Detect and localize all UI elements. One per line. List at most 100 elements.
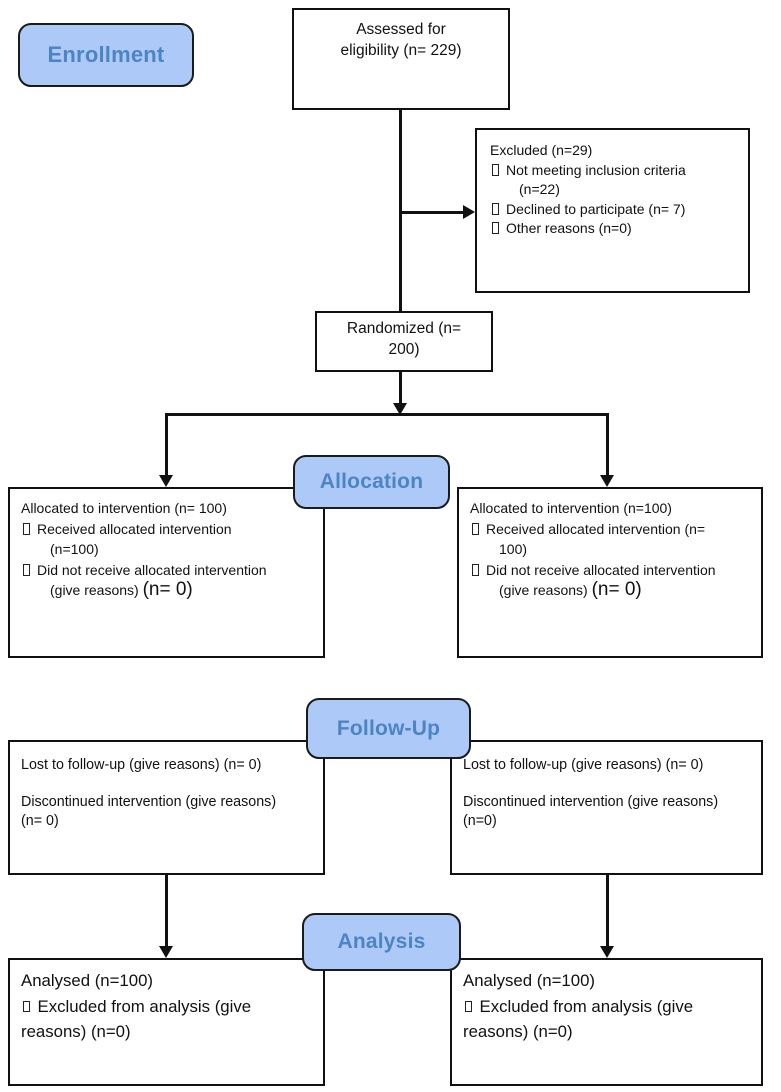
flow-box-line: (give reasons) (n= 0) — [470, 579, 757, 601]
flow-box-line: Excluded from analysis (give — [463, 994, 757, 1020]
missing-glyph-bullet-icon — [23, 1001, 30, 1012]
flow-box-line: (n= 0) — [21, 812, 317, 832]
line-text: Received allocated intervention — [37, 520, 232, 537]
missing-glyph-bullet-icon — [492, 163, 499, 176]
line-text: Excluded from analysis (give — [479, 996, 694, 1016]
line-text: reasons) (n=0) — [21, 1022, 131, 1041]
flow-box-line: Other reasons (n=0) — [490, 219, 742, 239]
flow-box-line: Declined to participate (n= 7) — [490, 200, 742, 220]
line-text: Assessed for — [356, 21, 446, 38]
flow-box-line: Did not receive allocated intervention — [470, 560, 757, 581]
flow-box-line: Discontinued intervention (give reasons) — [21, 793, 317, 813]
flow-box-line: 200) — [317, 339, 491, 360]
allocation-right-box: Allocated to intervention (n=100) Receive… — [457, 487, 763, 658]
line-text: Randomized (n= — [346, 320, 462, 337]
flow-box-line: Analysed (n=100) — [463, 968, 757, 994]
flow-box-line: Analysed (n=100) — [21, 968, 319, 994]
line-text: (give reasons) — [499, 582, 592, 598]
line-text: Did not receive allocated intervention — [486, 561, 716, 578]
randomized-box: Randomized (n= 200) — [315, 311, 493, 372]
flow-box-line: (n=0) — [463, 812, 755, 832]
connector-split-to-allocation-right — [606, 413, 609, 475]
flow-box-line: 100) — [470, 539, 757, 560]
line-text: (n= 0) — [142, 579, 193, 600]
missing-glyph-bullet-icon — [472, 563, 479, 576]
flow-box-line: Allocated to intervention (n=100) — [470, 498, 757, 519]
line-text: (n=0) — [463, 813, 497, 829]
flow-box-line: (n=100) — [21, 539, 319, 560]
line-text: Analysed (n=100) — [21, 971, 154, 990]
connector-randomized-to-split — [399, 372, 402, 404]
flow-box-line: Excluded (n=29) — [490, 141, 742, 161]
connector-assessed-to-randomized — [399, 110, 402, 311]
missing-glyph-bullet-icon — [23, 522, 30, 535]
line-text: Analysed (n=100) — [463, 971, 596, 990]
missing-glyph-bullet-icon — [492, 222, 499, 234]
flow-box-line: Did not receive allocated intervention — [21, 560, 319, 581]
line-text: Allocated to intervention (n= 100) — [21, 500, 227, 516]
analysis-right-box: Analysed (n=100) Excluded from analysis (… — [450, 958, 763, 1086]
arrowhead-allocation-left-icon — [159, 475, 173, 487]
connector-followup-to-analysis-left — [165, 875, 168, 946]
line-text: (n= 0) — [591, 579, 642, 600]
flow-box-line: Discontinued intervention (give reasons) — [463, 793, 755, 813]
followup-right-box: Lost to follow-up (give reasons) (n= 0) D… — [450, 740, 763, 875]
follow-up-stage-label: Follow-Up — [306, 698, 471, 759]
allocation-left-box: Allocated to intervention (n= 100) Receiv… — [8, 487, 325, 658]
flow-box-line: Randomized (n= — [317, 318, 491, 339]
connector-followup-to-analysis-right — [606, 875, 609, 946]
allocation-stage-label: Allocation — [293, 455, 450, 509]
line-text: 100) — [499, 541, 528, 557]
line-text: (n= 0) — [21, 813, 59, 829]
flow-box-line: Excluded from analysis (give — [21, 994, 319, 1020]
line-text: (give reasons) — [50, 582, 143, 598]
line-text: Excluded (n=29) — [490, 142, 593, 158]
analysis-stage-label: Analysis — [302, 913, 461, 971]
flow-box-line: Received allocated intervention (n= — [470, 519, 757, 540]
connector-to-excluded — [400, 211, 463, 214]
blank-line — [21, 776, 317, 793]
blank-line — [463, 776, 755, 793]
arrowhead-split-icon — [393, 403, 407, 415]
missing-glyph-bullet-icon — [465, 1001, 472, 1012]
followup-left-box: Lost to follow-up (give reasons) (n= 0) D… — [8, 740, 325, 875]
line-text: Did not receive allocated intervention — [37, 561, 267, 578]
line-text: (n=100) — [50, 541, 99, 557]
missing-glyph-bullet-icon — [23, 563, 30, 576]
line-text: Not meeting inclusion criteria — [506, 161, 686, 178]
line-text: (n=22) — [519, 181, 560, 197]
line-text: Lost to follow-up (give reasons) (n= 0) — [463, 757, 704, 773]
line-text: Received allocated intervention (n= — [486, 520, 706, 537]
line-text: reasons) (n=0) — [463, 1022, 573, 1041]
connector-split-horizontal — [165, 413, 609, 416]
enrollment-stage-label: Enrollment — [18, 23, 194, 87]
line-text: Other reasons (n=0) — [506, 220, 632, 236]
missing-glyph-bullet-icon — [472, 522, 479, 535]
line-text: eligibility (n= 229) — [340, 42, 462, 59]
flow-box-line: Not meeting inclusion criteria — [490, 161, 742, 181]
excluded-box: Excluded (n=29) Not meeting inclusion cri… — [475, 128, 750, 293]
missing-glyph-bullet-icon — [492, 202, 499, 215]
assessed-for-eligibility-box: Assessed for eligibility (n= 229) — [292, 8, 510, 110]
analysis-left-box: Analysed (n=100) Excluded from analysis (… — [8, 958, 325, 1086]
line-text: Excluded from analysis (give — [37, 996, 252, 1016]
flow-box-line: (give reasons) (n= 0) — [21, 579, 319, 601]
arrowhead-allocation-right-icon — [600, 475, 614, 487]
line-text: Discontinued intervention (give reasons) — [21, 793, 277, 810]
flow-box-line: Received allocated intervention — [21, 519, 319, 540]
flow-box-line: eligibility (n= 229) — [294, 40, 508, 61]
line-text: Lost to follow-up (give reasons) (n= 0) — [21, 757, 262, 773]
flow-box-line: (n=22) — [490, 180, 742, 200]
flow-box-line: reasons) (n=0) — [21, 1019, 319, 1045]
line-text: Allocated to intervention (n=100) — [470, 500, 672, 516]
flow-box-line: Lost to follow-up (give reasons) (n= 0) — [463, 756, 755, 776]
flow-box-line: Allocated to intervention (n= 100) — [21, 498, 319, 519]
line-text: 200) — [388, 341, 420, 358]
arrowhead-excluded-icon — [463, 205, 475, 219]
line-text: Discontinued intervention (give reasons) — [463, 793, 719, 810]
arrowhead-analysis-left-icon — [159, 946, 173, 958]
flow-box-line: Lost to follow-up (give reasons) (n= 0) — [21, 756, 317, 776]
connector-split-to-allocation-left — [165, 413, 168, 475]
flow-box-line: Assessed for — [294, 19, 508, 40]
